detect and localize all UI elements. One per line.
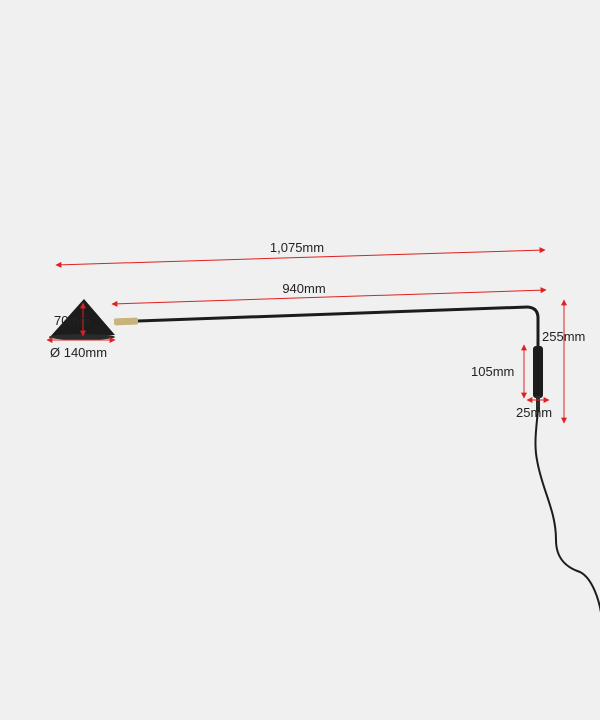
shade-height-label: 70mm — [54, 313, 90, 328]
overall-length-label: 1,075mm — [270, 240, 324, 255]
lamp-arm — [137, 305, 529, 323]
overall-length-line — [55, 247, 546, 268]
shade-rim — [49, 334, 115, 340]
arm-length-label: 940mm — [282, 281, 325, 296]
arm-length-line — [111, 287, 547, 307]
lamp-illustration — [49, 299, 600, 613]
dimension-labels: 1,075mm 940mm 70mm Ø 140mm 255mm 105mm 2… — [50, 240, 585, 420]
wall-bracket — [533, 346, 543, 398]
bracket-width-label: 25mm — [516, 405, 552, 420]
shade-diameter-label: Ø 140mm — [50, 345, 107, 360]
power-cord — [534, 409, 600, 613]
arm-riser — [527, 305, 540, 350]
bracket-stem — [536, 396, 540, 412]
bracket-height-label: 105mm — [471, 364, 514, 379]
mount-height-label: 255mm — [542, 329, 585, 344]
dimension-lines — [46, 247, 567, 424]
brass-joint — [113, 317, 139, 326]
